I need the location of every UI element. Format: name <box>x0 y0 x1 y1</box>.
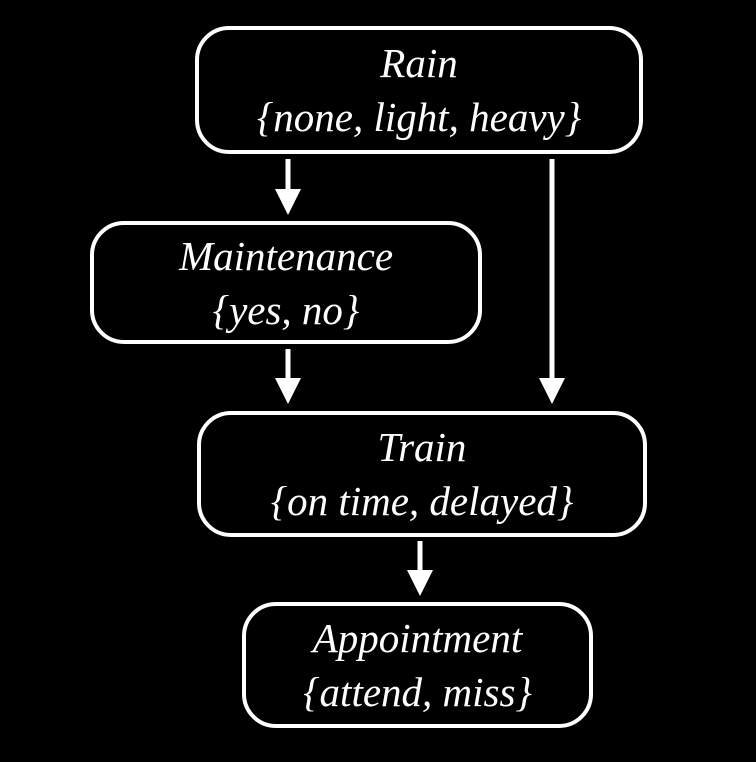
edge-rain-train <box>539 159 565 404</box>
node-maintenance-values: {yes, no} <box>212 286 360 333</box>
node-maintenance-label: Maintenance <box>178 232 394 279</box>
edge-rain-maintenance <box>275 159 301 215</box>
node-train: Train {on time, delayed} <box>197 411 647 537</box>
node-appointment: Appointment {attend, miss} <box>242 602 593 728</box>
node-appointment-values: {attend, miss} <box>303 669 532 715</box>
node-train-values: {on time, delayed} <box>270 478 574 524</box>
node-rain-label: Rain <box>380 40 458 86</box>
edge-maintenance-train <box>275 349 301 404</box>
node-appointment-label: Appointment <box>312 615 523 661</box>
node-train-label: Train <box>377 424 467 470</box>
edge-rain-maintenance-arrowhead-icon <box>275 189 301 215</box>
edge-rain-train-arrowhead-icon <box>539 378 565 404</box>
edge-train-appointment <box>407 541 433 596</box>
node-rain: Rain {none, light, heavy} <box>195 26 643 154</box>
edge-maintenance-train-arrowhead-icon <box>275 378 301 404</box>
edge-train-appointment-arrowhead-icon <box>407 570 433 596</box>
node-maintenance: Maintenance {yes, no} <box>90 221 482 344</box>
node-rain-values: {none, light, heavy} <box>256 94 582 140</box>
